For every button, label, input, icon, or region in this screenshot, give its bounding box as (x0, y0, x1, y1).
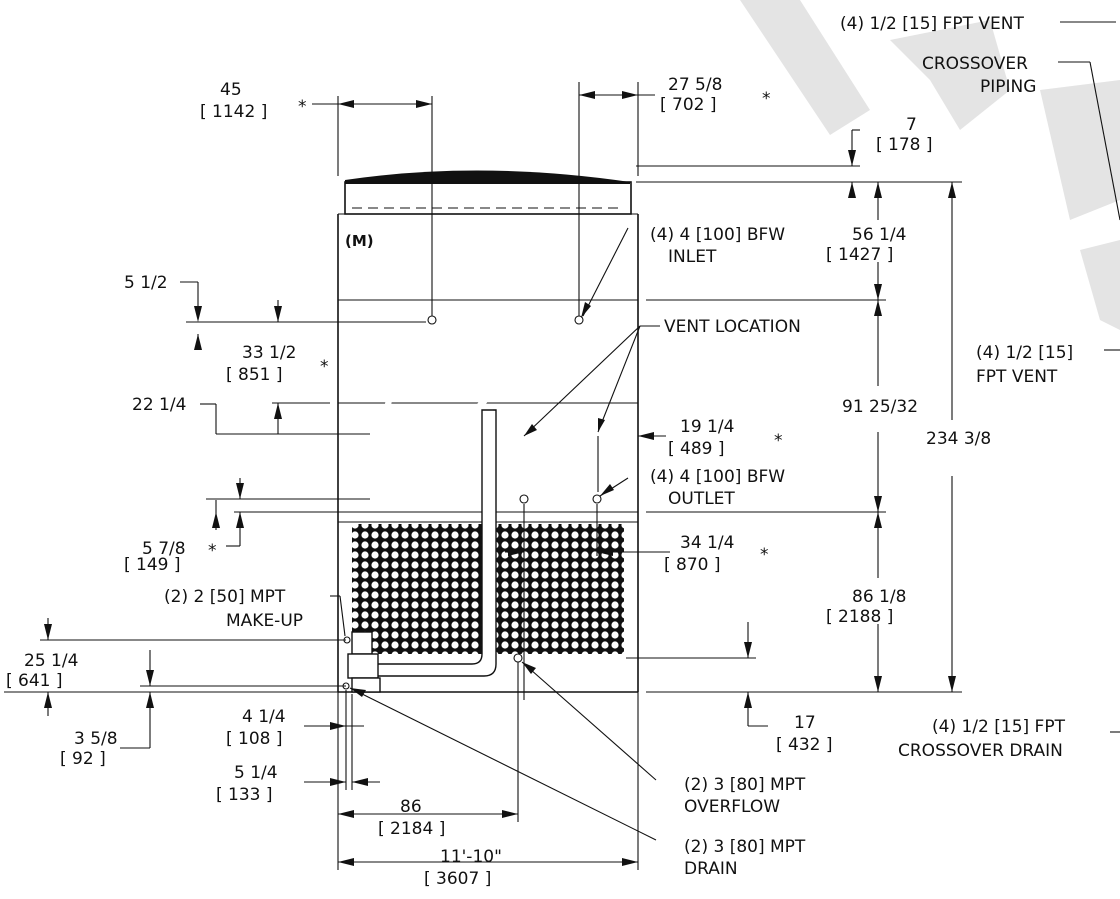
dim-5-12: 5 1/2 (124, 273, 168, 293)
dim-3-58: 3 5/8 (74, 729, 118, 749)
label-overflow-1: (2) 3 [80] MPT (684, 775, 806, 795)
inlet-connection-1 (427, 315, 437, 325)
makeup-fitting (351, 631, 373, 655)
asterisk: * (762, 89, 771, 109)
dim-234: 234 3/8 (926, 429, 991, 449)
dim-25: 25 1/4 (24, 651, 78, 671)
label-crossover-drain-1: (4) 1/2 [15] FPT (932, 717, 1066, 737)
air-inlet-louver-left (352, 524, 482, 654)
dim-19: 19 1/4 (680, 417, 734, 437)
dim-5-14-mm: [ 133 ] (216, 785, 273, 805)
dim-4-14: 4 1/4 (242, 707, 286, 727)
dim-86-18-mm: [ 2188 ] (826, 607, 893, 627)
dim-25-mm: [ 641 ] (6, 671, 63, 691)
label-inlet-1: (4) 4 [100] BFW (650, 225, 785, 245)
dim-33: 33 1/2 (242, 343, 296, 363)
label-drain-2: DRAIN (684, 859, 738, 879)
label-crossover-2: PIPING (980, 77, 1036, 97)
dim-5-78: 5 7/8 (142, 539, 186, 559)
asterisk: * (298, 97, 307, 117)
label-vent-location: VENT LOCATION (664, 317, 801, 337)
label-inlet-2: INLET (668, 247, 717, 267)
makeup-valve (347, 653, 379, 679)
fan-hood (345, 170, 630, 184)
drain-fitting (351, 677, 381, 693)
label-outlet-1: (4) 4 [100] BFW (650, 467, 785, 487)
label-crossover-1: CROSSOVER (922, 54, 1028, 74)
dim-4-14-mm: [ 108 ] (226, 729, 283, 749)
dim-56-mm: [ 1427 ] (826, 245, 893, 265)
label-makeup-1: (2) 2 [50] MPT (164, 587, 286, 607)
dim-34-mm: [ 870 ] (664, 555, 721, 575)
dim-7-mm: [ 178 ] (876, 135, 933, 155)
label-outlet-2: OUTLET (668, 489, 735, 509)
dim-86-mm: [ 2184 ] (378, 819, 445, 839)
dim-45: 45 (220, 80, 242, 100)
dim-86: 86 (400, 797, 422, 817)
unit-body: (M) (337, 170, 639, 693)
leader-lines (330, 21, 1120, 841)
outlet-connection-1 (519, 494, 529, 504)
dim-11-mm: [ 3607 ] (424, 869, 491, 889)
label-vent-right-1: (4) 1/2 [15] (976, 343, 1073, 363)
dim-34: 34 1/4 (680, 533, 734, 553)
label-makeup-2: MAKE-UP (226, 611, 303, 631)
outlet-connection-2 (592, 494, 602, 504)
watermark (740, 0, 1120, 330)
dim-7: 7 (906, 115, 917, 135)
asterisk: * (208, 541, 217, 561)
label-drain-1: (2) 3 [80] MPT (684, 837, 806, 857)
dim-56: 56 1/4 (852, 225, 906, 245)
air-inlet-louver-right (494, 524, 624, 654)
dim-5-78-mm: [ 149 ] (124, 555, 181, 575)
asterisk: * (774, 431, 783, 451)
dim-45-mm: [ 1142 ] (200, 102, 267, 122)
label-vent-right-2: FPT VENT (976, 367, 1058, 387)
asterisk: * (320, 357, 329, 377)
dim-91: 91 25/32 (842, 397, 918, 417)
dim-17-mm: [ 432 ] (776, 735, 833, 755)
fan-deck (344, 181, 632, 215)
dim-27: 27 5/8 (668, 75, 722, 95)
dim-17: 17 (794, 713, 816, 733)
dimension-text: (4) 1/2 [15] FPT VENT CROSSOVER PIPING 4… (6, 14, 1073, 889)
dimension-lines (4, 82, 962, 870)
label-vent-top: (4) 1/2 [15] FPT VENT (840, 14, 1024, 34)
dim-5-14: 5 1/4 (234, 763, 278, 783)
asterisk: * (760, 545, 769, 565)
dim-19-mm: [ 489 ] (668, 439, 725, 459)
dim-27-mm: [ 702 ] (660, 95, 717, 115)
dim-3-58-mm: [ 92 ] (60, 749, 106, 769)
dim-22: 22 1/4 (132, 395, 186, 415)
dim-11: 11'-10" (440, 847, 502, 867)
label-overflow-2: OVERFLOW (684, 797, 780, 817)
dim-33-mm: [ 851 ] (226, 365, 283, 385)
m-logo-icon: (M) (345, 232, 374, 250)
overflow-connection (513, 653, 523, 663)
dim-86-18: 86 1/8 (852, 587, 906, 607)
label-crossover-drain-2: CROSSOVER DRAIN (898, 741, 1063, 761)
inlet-connection-2 (574, 315, 584, 325)
